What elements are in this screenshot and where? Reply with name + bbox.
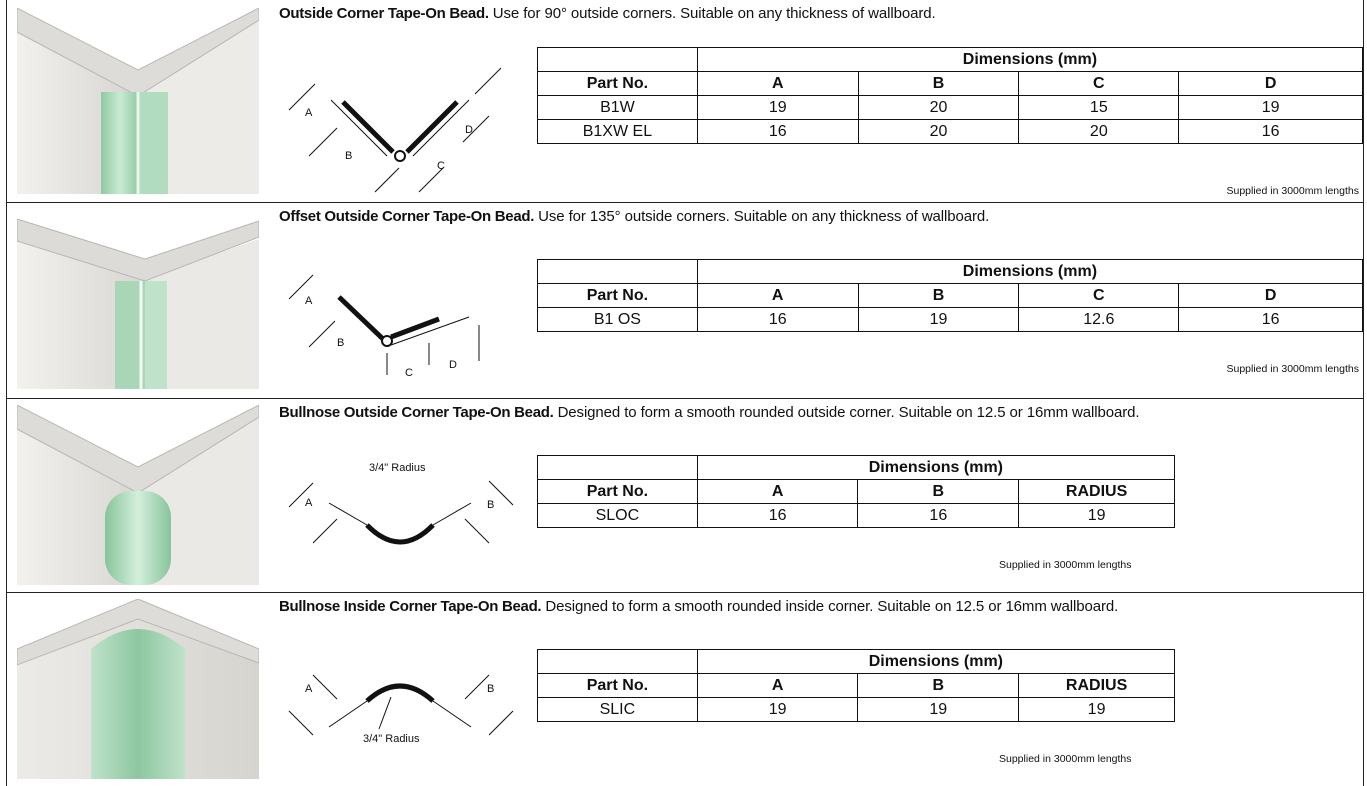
table-row: SLIC 19 19 19 [537, 697, 1175, 722]
table-cell: 16 [857, 503, 1020, 528]
column-header: B [857, 71, 1020, 96]
table-cell: 20 [857, 119, 1020, 144]
table-cell: 12.6 [1018, 307, 1180, 332]
column-header: Part No. [537, 673, 698, 698]
dimensions-header: Dimensions (mm) [696, 649, 1176, 674]
column-header: RADIUS [1018, 479, 1175, 504]
product-description: Designed to form a smooth rounded outsid… [557, 404, 1140, 421]
table-cell: 19 [696, 95, 859, 120]
table-cell: 20 [857, 95, 1020, 120]
part-number: B1W [537, 95, 698, 120]
table-cell: 16 [696, 119, 859, 144]
product-description: Use for 135° outside corners. Suitable o… [538, 208, 990, 225]
diagram-label-a: A [305, 107, 313, 119]
diagram-label-d: D [465, 124, 473, 136]
column-header: B [857, 479, 1020, 504]
column-header: Part No. [537, 71, 698, 96]
dimensions-header: Dimensions (mm) [696, 47, 1364, 72]
profile-diagram-offset-corner: A B C D [279, 253, 531, 393]
profile-diagram-bullnose-outside: A B 3/4" Radius [279, 459, 531, 559]
diagram-label-b: B [337, 337, 345, 349]
column-header: Part No. [537, 283, 698, 308]
profile-diagram-bullnose-inside: A B 3/4" Radius [279, 657, 531, 757]
dimensions-table-offset-corner: Dimensions (mm) Part No. A B C D B1 OS 1… [537, 259, 1364, 332]
diagram-label-c: C [405, 367, 413, 379]
column-header: B [857, 673, 1020, 698]
table-cell: 19 [1018, 697, 1175, 722]
product-description: Designed to form a smooth rounded inside… [545, 598, 1119, 615]
table-cell: 16 [1178, 119, 1363, 144]
column-header: D [1178, 283, 1363, 308]
dimensions-header: Dimensions (mm) [696, 259, 1364, 284]
column-header: C [1018, 283, 1180, 308]
column-header: Part No. [537, 479, 698, 504]
table-cell: 16 [1178, 307, 1363, 332]
part-number: SLOC [537, 503, 698, 528]
diagram-label-radius: 3/4" Radius [363, 733, 420, 745]
section-bullnose-inside: Bullnose Inside Corner Tape-On Bead. Des… [7, 593, 1363, 786]
supplied-note: Supplied in 3000mm lengths [999, 753, 1132, 765]
dimensions-table-outside-corner: Dimensions (mm) Part No. A B C D B1W 19 … [537, 47, 1364, 144]
section-bullnose-outside: Bullnose Outside Corner Tape-On Bead. De… [7, 399, 1363, 593]
dimensions-table-bullnose-inside: Dimensions (mm) Part No. A B RADIUS SLIC… [537, 649, 1176, 722]
product-name: Bullnose Inside Corner Tape-On Bead. [279, 598, 542, 615]
column-header: D [1178, 71, 1363, 96]
column-header: A [696, 283, 859, 308]
section-description-row: Bullnose Outside Corner Tape-On Bead. De… [279, 404, 1140, 421]
diagram-label-d: D [449, 359, 457, 371]
column-header: B [857, 283, 1020, 308]
supplied-note: Supplied in 3000mm lengths [1226, 185, 1359, 197]
table-cell: 19 [1018, 503, 1175, 528]
section-offset-outside-corner: Offset Outside Corner Tape-On Bead. Use … [7, 203, 1364, 399]
table-row: B1W 19 20 15 19 [537, 95, 1363, 120]
table-row: SLOC 16 16 19 [537, 503, 1175, 528]
part-number: B1 OS [537, 307, 698, 332]
column-header: A [696, 479, 859, 504]
section-description-row: Offset Outside Corner Tape-On Bead. Use … [279, 208, 989, 225]
product-description: Use for 90° outside corners. Suitable on… [492, 5, 936, 22]
supplied-note: Supplied in 3000mm lengths [1226, 363, 1359, 375]
product-photo-outside-corner [17, 8, 259, 194]
section-outside-corner: Outside Corner Tape-On Bead. Use for 90°… [7, 0, 1364, 203]
table-cell: 15 [1018, 95, 1180, 120]
table-cell: 20 [1018, 119, 1180, 144]
table-row: B1XW EL 16 20 20 16 [537, 119, 1363, 144]
table-cell: 16 [696, 503, 859, 528]
profile-diagram-outside-corner: A B C D [279, 60, 531, 200]
part-number: SLIC [537, 697, 698, 722]
table-row: B1 OS 16 19 12.6 16 [537, 307, 1363, 332]
diagram-label-a: A [305, 295, 313, 307]
column-header: RADIUS [1018, 673, 1175, 698]
dimensions-table-bullnose-outside: Dimensions (mm) Part No. A B RADIUS SLOC… [537, 455, 1176, 528]
diagram-label-radius: 3/4" Radius [369, 462, 426, 474]
column-header: A [696, 673, 859, 698]
part-number: B1XW EL [537, 119, 698, 144]
product-name: Bullnose Outside Corner Tape-On Bead. [279, 404, 554, 421]
table-cell: 16 [696, 307, 859, 332]
table-cell: 19 [696, 697, 859, 722]
diagram-label-a: A [305, 683, 313, 695]
column-header: C [1018, 71, 1180, 96]
supplied-note: Supplied in 3000mm lengths [999, 559, 1132, 571]
section-description-row: Bullnose Inside Corner Tape-On Bead. Des… [279, 598, 1118, 615]
diagram-label-b: B [487, 499, 495, 511]
product-name: Offset Outside Corner Tape-On Bead. [279, 208, 535, 225]
section-description-row: Outside Corner Tape-On Bead. Use for 90°… [279, 5, 936, 22]
product-name: Outside Corner Tape-On Bead. [279, 5, 489, 22]
product-sheet: Outside Corner Tape-On Bead. Use for 90°… [6, 0, 1364, 786]
diagram-label-b: B [487, 683, 495, 695]
product-photo-bullnose-outside [17, 405, 259, 585]
diagram-label-c: C [437, 160, 445, 172]
diagram-label-b: B [345, 150, 353, 162]
diagram-label-a: A [305, 497, 313, 509]
column-header: A [696, 71, 859, 96]
dimensions-header: Dimensions (mm) [696, 455, 1176, 480]
product-photo-bullnose-inside [17, 599, 259, 779]
table-cell: 19 [857, 307, 1020, 332]
table-cell: 19 [1178, 95, 1363, 120]
table-cell: 19 [857, 697, 1020, 722]
product-photo-offset-corner [17, 209, 259, 389]
